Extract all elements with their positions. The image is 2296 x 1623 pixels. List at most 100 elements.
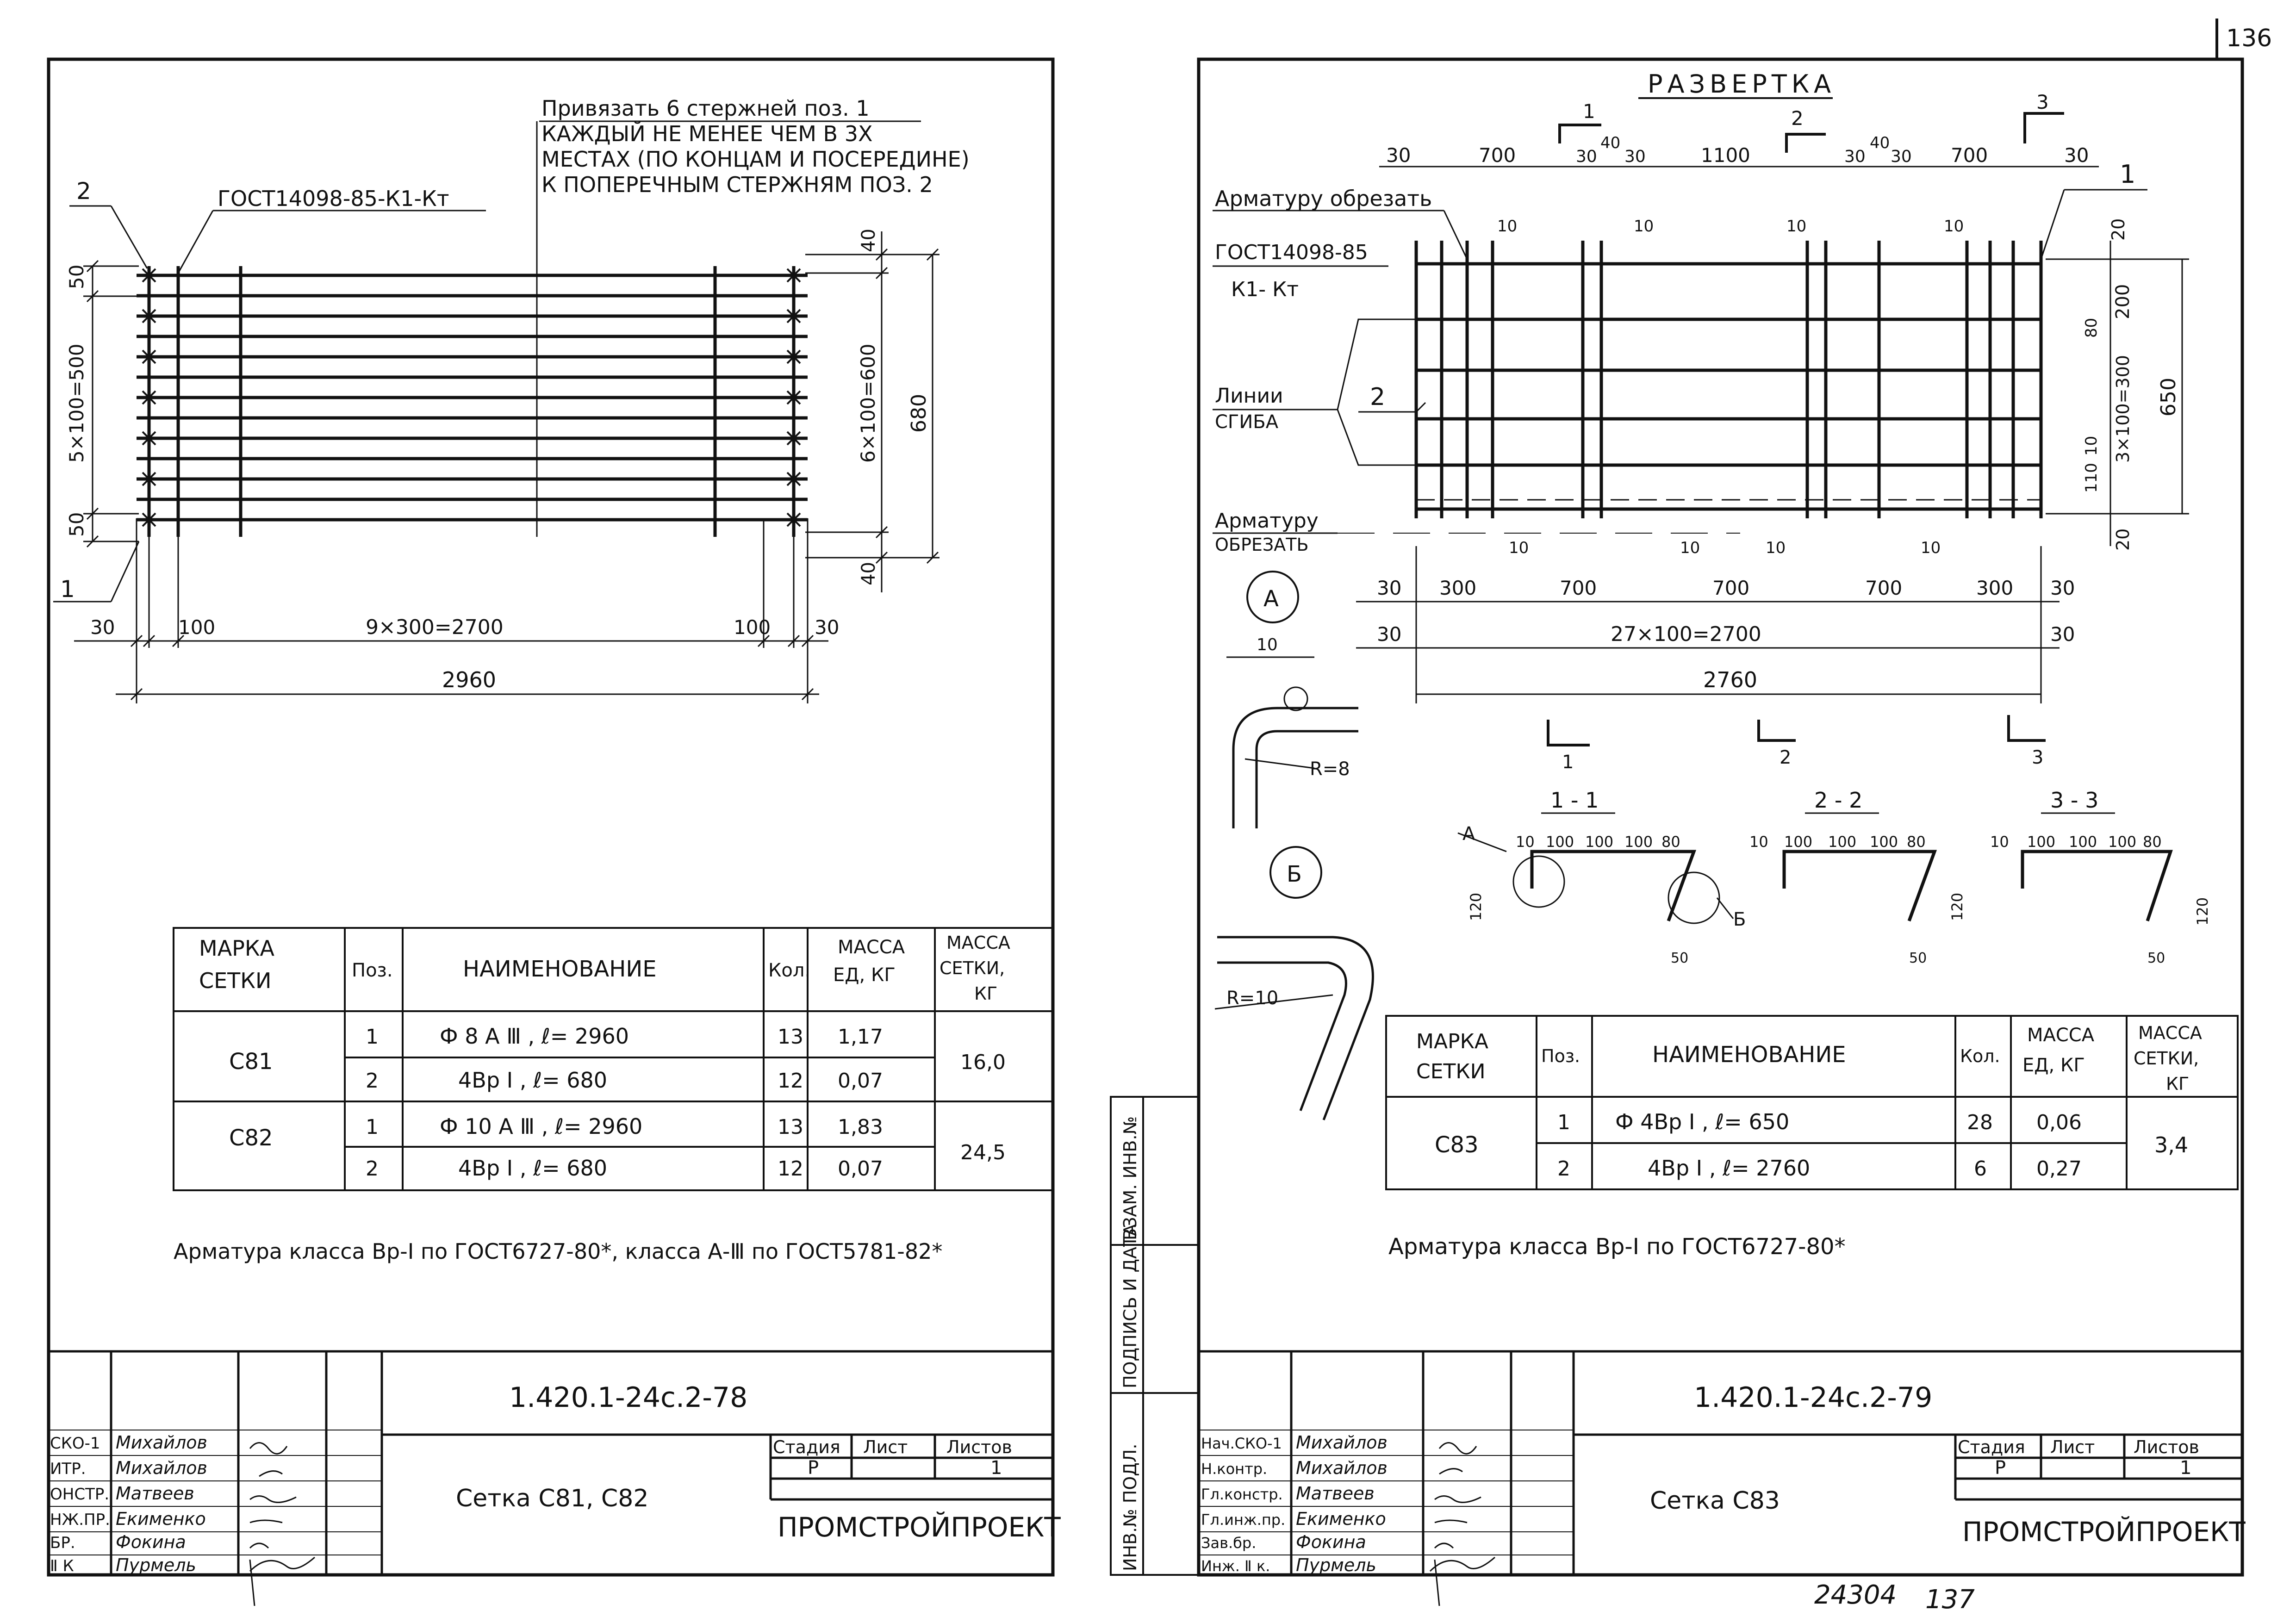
bottom-dims-row1: 30 300 700 700 700 300 30 (1377, 577, 2075, 599)
callout-a-label: А (1462, 823, 1475, 845)
weld-mark (786, 309, 801, 323)
role: Гл.констр. (1201, 1486, 1283, 1503)
role: БР. (50, 1534, 75, 1552)
left-sheet-frame (47, 57, 1055, 1577)
dim-650: 650 (2157, 378, 2180, 417)
sec-dim: 80 (1661, 833, 1680, 851)
cell-pos: 2 (366, 1069, 379, 1093)
section-markers-bottom (1547, 715, 2046, 746)
dim-40-top: 40 (858, 229, 879, 252)
sec1-dims: 10 100 100 100 80 (1516, 833, 1680, 851)
right-dim-vertical (805, 231, 940, 592)
pos-1-leader (110, 541, 140, 602)
sec-dim: 100 (1828, 833, 1856, 851)
weld-mark (142, 472, 156, 486)
sheet-label: Лист (2050, 1437, 2095, 1457)
sheet-label: Лист (863, 1437, 908, 1457)
bdim: 30 (1377, 577, 1401, 599)
cell-name: Ф 10 А Ⅲ , ℓ= 2960 (440, 1114, 642, 1139)
dim-40-bottom: 40 (858, 562, 879, 585)
role: НЖ.ПР. (50, 1511, 110, 1529)
section-markers-top (1558, 112, 2064, 153)
weld-mark (786, 349, 801, 364)
bten: 10 (1766, 539, 1786, 557)
bdim2-left: 30 (1377, 623, 1401, 646)
org: ПРОМСТРОЙПРОЕКТ (1962, 1516, 2246, 1548)
cell-name: 4Вр Ⅰ , ℓ= 680 (458, 1068, 607, 1093)
cell-unit: 1,17 (838, 1025, 883, 1049)
role: Гл.инж.пр. (1201, 1511, 1285, 1529)
dim-80: 80 (2082, 318, 2101, 338)
bottom-tens: 10 10 10 10 (1509, 539, 1941, 557)
th-qty: Кол. (768, 960, 810, 981)
signatures (1429, 1442, 1495, 1606)
section-2-profile (1782, 850, 1937, 922)
detail-a-radius-leader (1244, 758, 1315, 769)
weld-mark (786, 268, 801, 283)
cell-name: 4Вр Ⅰ , ℓ= 680 (458, 1156, 607, 1181)
section-1-callout-a (1512, 855, 1565, 908)
name: Михайлов (116, 1458, 207, 1478)
weld-mark (142, 268, 156, 283)
sec-dim: 10 (1990, 833, 2009, 851)
section-title: 2 - 2 (1814, 788, 1862, 813)
sec-height: 120 (1948, 893, 1966, 921)
bten: 10 (1921, 539, 1941, 557)
sec-leg: 50 (1671, 950, 1688, 966)
razvertka-title: РАЗВЕРТКА (1648, 69, 1836, 99)
page-number-bottom: 137 (1925, 1585, 1975, 1615)
dim-20-top: 20 (2108, 218, 2128, 241)
th-mark-1: МАРКА (1416, 1030, 1488, 1053)
sec-mark: 2 (1780, 747, 1791, 768)
note-line: Привязать 6 стержней поз. 1 (541, 96, 870, 121)
weld-mark (786, 472, 801, 486)
dim-span: 9×300=2700 (366, 616, 504, 639)
th-qty: Кол. (1960, 1046, 2000, 1066)
dim-20-bottom: 20 (2113, 529, 2133, 551)
th-mass-mesh-3: КГ (974, 983, 997, 1004)
th-mass-mesh-2: СЕТКИ, (940, 958, 1005, 978)
role: ОНСТР. (50, 1485, 109, 1504)
bdim2-span: 27×100=2700 (1611, 622, 1761, 646)
dim-2960: 2960 (442, 667, 496, 692)
bottom-note-left: Арматура класса Вр-Ⅰ по ГОСТ6727-80*, кл… (174, 1239, 942, 1264)
cell-qty: 13 (778, 1025, 803, 1049)
sheet-title: Сетка С83 (1650, 1487, 1780, 1515)
dim-100-right: 100 (734, 616, 771, 639)
sec-dim: 100 (2027, 833, 2055, 851)
cell-qty: 13 (778, 1115, 803, 1139)
sec-dim: 100 (1784, 833, 1812, 851)
name: Матвеев (1296, 1483, 1375, 1504)
sec-dim: 80 (1907, 833, 1926, 851)
stage: Р (1995, 1457, 2006, 1479)
name: Екименко (116, 1509, 206, 1529)
sec-dim: 100 (1870, 833, 1898, 851)
sec-mark: 1 (1562, 752, 1574, 773)
gost-label-1: ГОСТ14098-85 (1215, 241, 1368, 264)
right-dims (2046, 241, 2189, 546)
dim-30-right: 30 (815, 616, 839, 639)
sec-dim: 100 (1624, 833, 1653, 851)
cell-unit: 1,83 (838, 1115, 883, 1139)
detail-a-dim-text: 10 (1257, 635, 1278, 654)
stamp-text: ВЗАМ. ИНВ.№ (1120, 1116, 1140, 1240)
dim-30-left: 30 (90, 616, 115, 639)
sec-height: 120 (2194, 897, 2211, 926)
cell-mass: 16,0 (960, 1051, 1006, 1074)
doc-code: 1.420.1-24с.2-79 (1694, 1381, 1932, 1414)
bten: 10 (1680, 539, 1700, 557)
bdim-2760: 2760 (1703, 667, 1757, 692)
small-ten: 10 (1634, 217, 1654, 236)
th-mark-1: МАРКА (199, 936, 275, 961)
weld-mark (142, 349, 156, 364)
name: Михайлов (1296, 1458, 1388, 1478)
name: Михайлов (116, 1432, 207, 1453)
cell-unit: 0,07 (838, 1157, 883, 1181)
section-1-mark: 1 (1583, 100, 1595, 123)
title-block-left: 1.420.1-24с.2-78 СКО-1 ИТР. ОНСТР. НЖ.ПР… (49, 1350, 1061, 1606)
callout-b-leader (1716, 897, 1734, 919)
cell-unit: 0,06 (2036, 1111, 2082, 1134)
sec-dim: 10 (1516, 833, 1535, 851)
right-sheet: ИНВ.№ ПОДЛ. ПОДПИСЬ И ДАТА ВЗАМ. ИНВ.№ Р… (1110, 57, 2246, 1606)
bten: 10 (1509, 539, 1529, 557)
